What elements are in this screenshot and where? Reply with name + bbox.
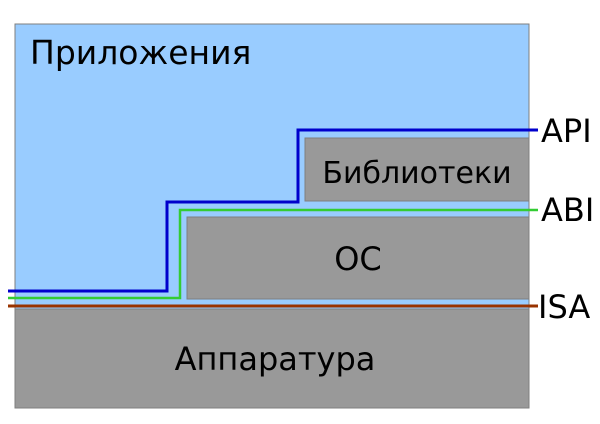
libraries-label: Библиотеки: [322, 156, 511, 191]
hardware-layer: [14, 308, 530, 409]
libraries-layer: [304, 137, 530, 202]
os-layer: [186, 216, 530, 300]
hardware-label: Аппаратура: [175, 340, 376, 378]
api-label: API: [541, 112, 592, 150]
api-line: [8, 128, 538, 293]
abi-line: [8, 208, 538, 300]
abi-label: ABI: [541, 191, 594, 229]
isa-label: ISA: [538, 288, 590, 326]
applications-label: Приложения: [30, 33, 251, 72]
os-label: ОС: [334, 240, 382, 278]
